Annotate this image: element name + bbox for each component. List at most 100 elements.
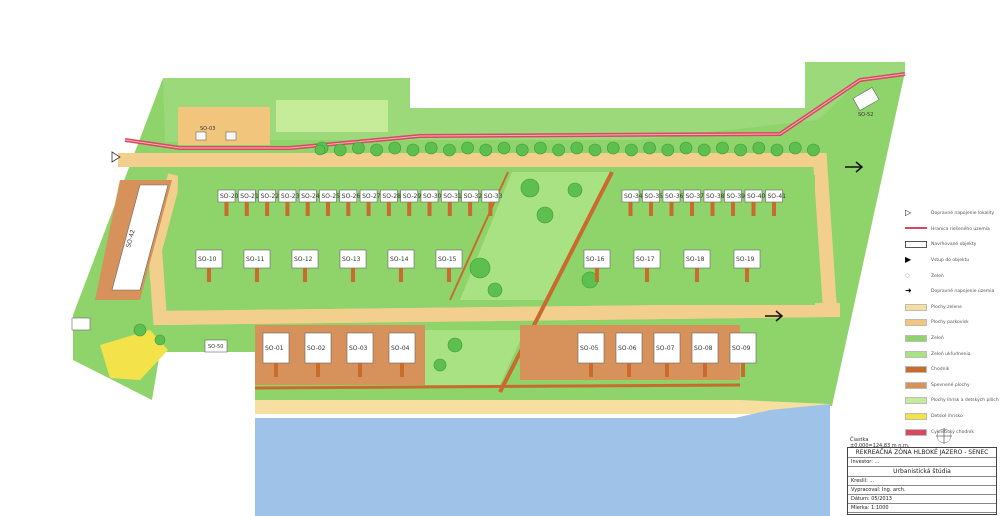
brown-icon [905, 366, 927, 374]
cycle-path-inner [124, 73, 906, 149]
house-path [751, 202, 756, 216]
house-path [745, 268, 749, 282]
tree [406, 143, 420, 157]
house [653, 332, 681, 364]
house-path [303, 268, 307, 282]
house-path [488, 202, 493, 216]
house-label: SO-10 [198, 256, 217, 263]
tree [643, 141, 656, 155]
tan-icon [905, 303, 927, 311]
house-path [351, 268, 355, 282]
legend-item: Navrhované objekty [905, 237, 997, 253]
tree [469, 257, 491, 279]
box-icon [905, 241, 927, 249]
access-arrow-icon [765, 310, 784, 322]
house-path [326, 202, 330, 216]
house-path [265, 202, 270, 216]
house-path [427, 202, 432, 216]
house-label: SO-08 [694, 345, 713, 352]
tree [479, 143, 493, 157]
legend-text: Plochy parkovísk [931, 320, 969, 326]
house-label: SO-17 [636, 256, 655, 263]
house-label: SO-16 [586, 256, 605, 263]
house-label: SO-27 [362, 193, 381, 200]
house-path [400, 363, 404, 377]
legend-item: ▶ Vstup do objektu [905, 253, 997, 269]
legend-text: Vstup do objektu [931, 258, 970, 264]
house-label: SO-38 [706, 193, 725, 200]
house [262, 332, 290, 364]
tree [697, 143, 711, 157]
house [691, 332, 719, 364]
house-path [244, 202, 249, 216]
tree [606, 141, 620, 155]
tree [625, 143, 638, 157]
legend-item: Detské ihrisko [905, 409, 997, 425]
house-path [665, 363, 669, 377]
beach [255, 400, 830, 414]
house-path [207, 268, 211, 282]
access-arrow-icon [845, 161, 864, 173]
house-path [407, 202, 412, 216]
house-path [710, 202, 715, 216]
house-label: SO-13 [342, 256, 361, 263]
tree [433, 358, 447, 372]
house [729, 332, 757, 364]
promenade [254, 383, 741, 390]
legend-text: Hranica riešeného územia [931, 226, 990, 232]
house-label: SO-41 [768, 193, 787, 200]
house-path [703, 363, 707, 377]
scale-label: Čiastka [850, 437, 869, 443]
legend-item: ➜Dopravné napojenie územia [905, 284, 997, 300]
legend-item: ◌Zeleň [905, 268, 997, 284]
west-kiosk [71, 317, 91, 331]
legend-item: Zeleň [905, 331, 997, 347]
tree [752, 141, 766, 155]
house-label: SO-09 [732, 345, 751, 352]
parking-hut [195, 131, 207, 141]
house-path [447, 268, 451, 282]
legend-text: Zeleň [931, 273, 944, 279]
tree [447, 337, 463, 353]
project-title: REKREAČNÁ ZÓNA HLBOKÉ JAZERO - SENEC [848, 448, 996, 458]
house-label: SO-32 [464, 193, 483, 200]
house-path [447, 202, 452, 216]
tree [661, 143, 675, 157]
tree [515, 143, 529, 157]
legend-item: Zeleň ukľudnenia [905, 346, 997, 362]
arrow-small-icon: ▶ [905, 255, 912, 265]
tree [567, 182, 583, 198]
tree [570, 141, 584, 155]
tree [770, 143, 784, 157]
central-park [460, 172, 612, 300]
legend-text: Dopravné napojenie územia [931, 289, 995, 295]
tree [552, 143, 565, 157]
house-path [399, 268, 403, 282]
legend-item: Chodník [905, 362, 997, 378]
parking-hut [225, 131, 237, 141]
label-so42: SO-42 [125, 229, 137, 249]
house-path [627, 363, 631, 377]
house-label: SO-20 [220, 193, 239, 200]
house-label: SO-06 [618, 345, 637, 352]
triangle-icon: ▷ [905, 208, 912, 218]
house-path [386, 202, 391, 216]
tree [154, 334, 166, 346]
house-label: SO-39 [727, 193, 746, 200]
house-label: SO-05 [580, 345, 599, 352]
tree [679, 141, 693, 155]
label-so03: SO-03 [200, 126, 215, 132]
legend-text: Plochy zelene [931, 304, 962, 310]
label-so50: SO-50 [208, 344, 223, 350]
house-label: SO-25 [322, 193, 341, 200]
tree [133, 323, 147, 337]
house-path [346, 202, 351, 216]
tree [536, 206, 554, 224]
house-path [741, 363, 745, 377]
title-block: REKREAČNÁ ZÓNA HLBOKÉ JAZERO - SENEC Inv… [847, 447, 997, 515]
